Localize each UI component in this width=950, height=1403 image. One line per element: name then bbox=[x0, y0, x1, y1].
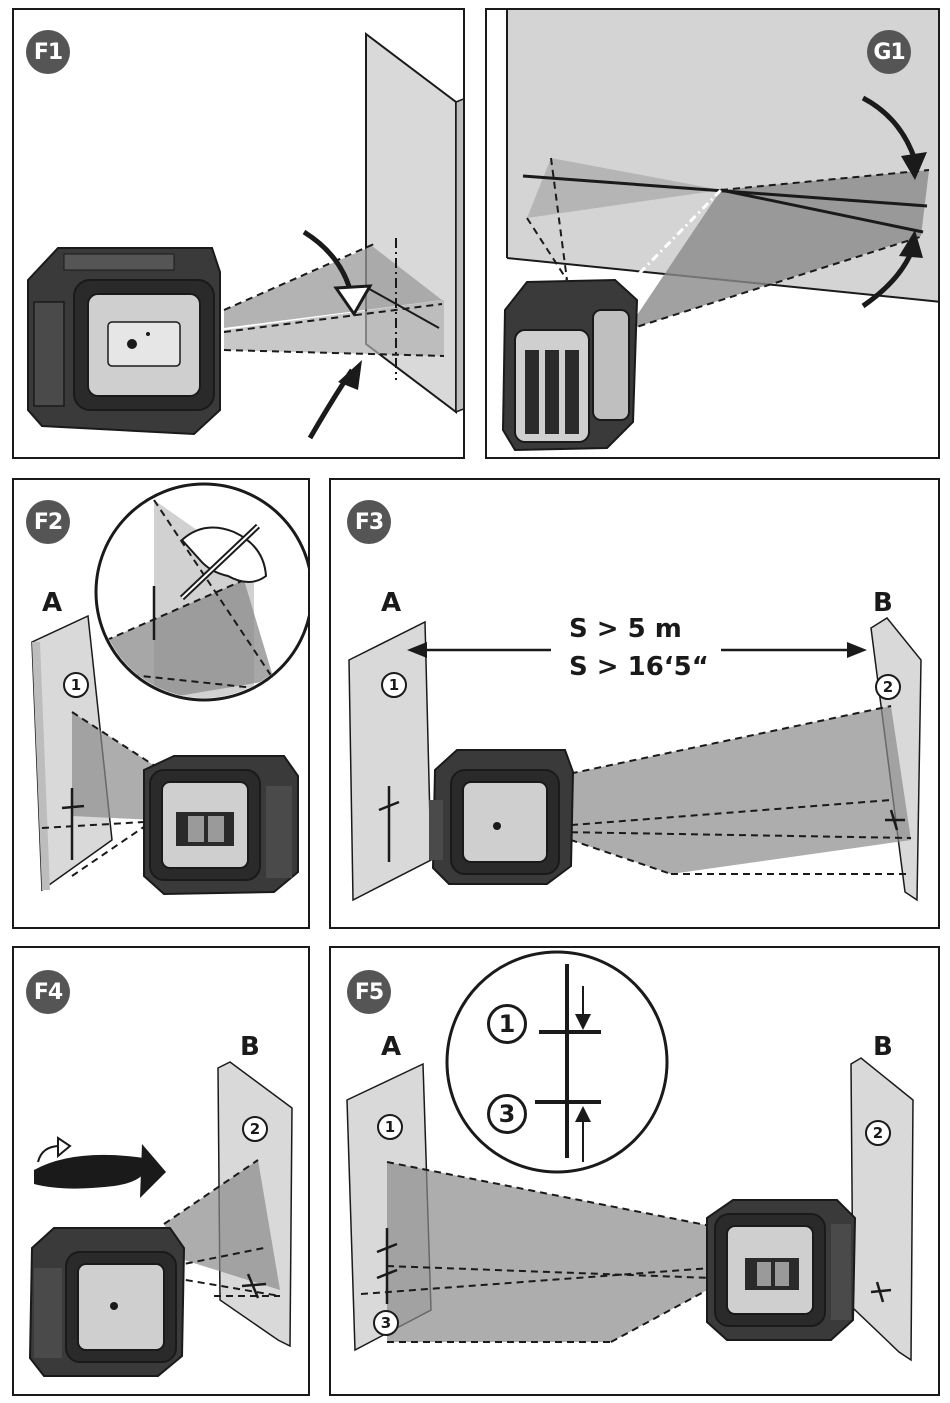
f2-illustration bbox=[14, 480, 310, 929]
f3-beam bbox=[559, 706, 911, 874]
f3-marker-1: 1 bbox=[381, 672, 407, 698]
f1-wall-edge bbox=[456, 98, 465, 412]
f5-inset-circle bbox=[447, 952, 667, 1172]
f2-badge: F2 bbox=[26, 500, 70, 544]
panel-f5: F5 A B 1 2 3 1 3 bbox=[329, 946, 940, 1396]
panel-f2: F2 A 1 bbox=[12, 478, 310, 929]
f2-marker-1: 1 bbox=[63, 672, 89, 698]
f4-laser-device bbox=[30, 1228, 184, 1376]
f4-small-curve-arrow bbox=[38, 1146, 60, 1162]
f3-marker-2: 2 bbox=[875, 674, 901, 700]
f5-wall-b bbox=[851, 1058, 913, 1360]
f4-illustration bbox=[14, 948, 310, 1396]
f5-illustration bbox=[331, 948, 940, 1396]
f5-marker-2: 2 bbox=[865, 1120, 891, 1146]
panel-f3: F3 A B 1 2 S > 5 m S > 16‘5“ bbox=[329, 478, 940, 929]
f3-wall-b-label: B bbox=[873, 588, 893, 618]
f1-illustration bbox=[14, 10, 465, 459]
f4-marker-2: 2 bbox=[242, 1116, 268, 1142]
panel-g1: G1 bbox=[485, 8, 940, 459]
f2-laser-device bbox=[144, 756, 298, 894]
f3-distance-imperial: S > 16‘5“ bbox=[569, 652, 709, 682]
f5-beam bbox=[387, 1162, 711, 1342]
f5-marker-1: 1 bbox=[377, 1114, 403, 1140]
panel-f1: F1 bbox=[12, 8, 465, 459]
f2-wall-a-label: A bbox=[42, 588, 62, 618]
f5-wall-b-label: B bbox=[873, 1032, 893, 1062]
f3-badge: F3 bbox=[347, 500, 391, 544]
f3-wall-a-label: A bbox=[381, 588, 401, 618]
f5-marker-3: 3 bbox=[373, 1310, 399, 1336]
f5-inset-marker-1: 1 bbox=[487, 1004, 527, 1044]
f4-badge: F4 bbox=[26, 970, 70, 1014]
f1-badge: F1 bbox=[26, 30, 70, 74]
f4-rotate-arrow bbox=[34, 1155, 146, 1189]
f1-laser-device bbox=[28, 248, 220, 434]
f5-laser-device bbox=[707, 1200, 855, 1340]
f5-badge: F5 bbox=[347, 970, 391, 1014]
f3-laser-device bbox=[429, 750, 573, 884]
f3-illustration bbox=[331, 480, 940, 929]
f3-distance-metric: S > 5 m bbox=[569, 614, 682, 644]
f5-inset-marker-3: 3 bbox=[487, 1094, 527, 1134]
g1-illustration bbox=[487, 10, 940, 459]
f4-wall-b-label: B bbox=[240, 1032, 260, 1062]
panel-f4: F4 B 2 bbox=[12, 946, 310, 1396]
g1-laser-device bbox=[503, 280, 637, 450]
f5-wall-a-label: A bbox=[381, 1032, 401, 1062]
g1-badge: G1 bbox=[867, 30, 911, 74]
